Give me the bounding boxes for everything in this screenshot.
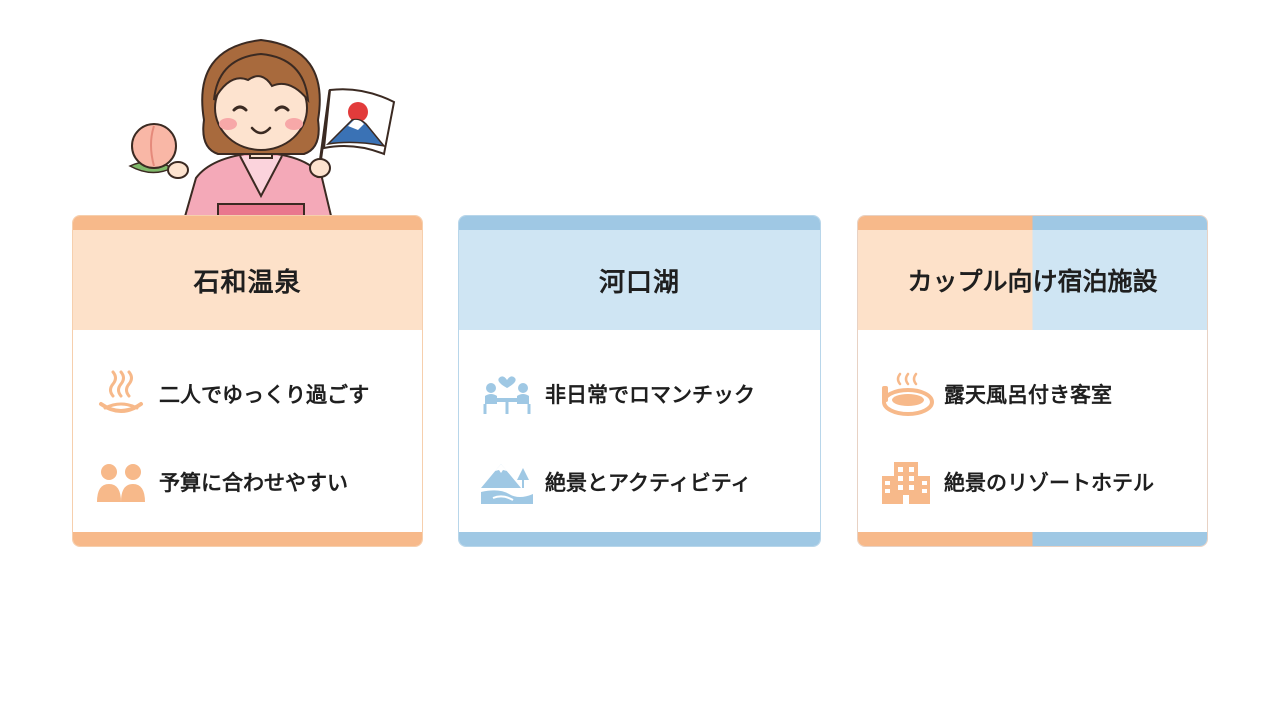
- romantic-dinner-icon: [479, 370, 535, 418]
- mountain-lake-icon: [479, 458, 535, 506]
- card-title: カップル向け宿泊施設: [858, 230, 1207, 330]
- list-item: 非日常でロマンチック: [479, 370, 755, 418]
- list-item: 絶景とアクティビティ: [479, 458, 751, 506]
- list-item: 絶景のリゾートホテル: [878, 458, 1154, 506]
- card-title: 河口湖: [459, 230, 820, 330]
- card-bottom-bar: [459, 532, 820, 546]
- card-isawa-onsen: 石和温泉 二人でゆっくり過ごす: [72, 215, 423, 547]
- card-bottom-bar: [73, 532, 422, 546]
- card-kawaguchiko: 河口湖 非日常でロマンチック: [458, 215, 821, 547]
- list-item: 予算に合わせやすい: [93, 458, 348, 506]
- card-top-bar: [459, 216, 820, 230]
- item-label: 非日常でロマンチック: [545, 383, 755, 407]
- card-couple-accommodation: カップル向け宿泊施設 露天風呂付き客室: [857, 215, 1208, 547]
- resort-hotel-icon: [878, 458, 934, 506]
- card-body: 二人でゆっくり過ごす 予算に合わせやすい: [73, 330, 422, 532]
- item-label: 二人でゆっくり過ごす: [159, 383, 370, 407]
- card-bottom-bar: [858, 532, 1207, 546]
- card-title: 石和温泉: [73, 230, 422, 330]
- card-top-bar: [858, 216, 1207, 230]
- mascot-girl-illustration: [128, 38, 396, 220]
- open-air-bath-icon: [878, 370, 934, 418]
- item-label: 絶景のリゾートホテル: [944, 471, 1154, 495]
- card-top-bar: [73, 216, 422, 230]
- card-body: 露天風呂付き客室 絶景のリゾートホテル: [858, 330, 1207, 532]
- list-item: 露天風呂付き客室: [878, 370, 1112, 418]
- card-body: 非日常でロマンチック 絶景とアクティビティ: [459, 330, 820, 532]
- two-people-icon: [93, 458, 149, 506]
- list-item: 二人でゆっくり過ごす: [93, 370, 369, 418]
- item-label: 予算に合わせやすい: [159, 471, 348, 495]
- item-label: 絶景とアクティビティ: [545, 471, 752, 495]
- item-label: 露天風呂付き客室: [944, 383, 1112, 407]
- hot-spring-icon: [93, 370, 149, 418]
